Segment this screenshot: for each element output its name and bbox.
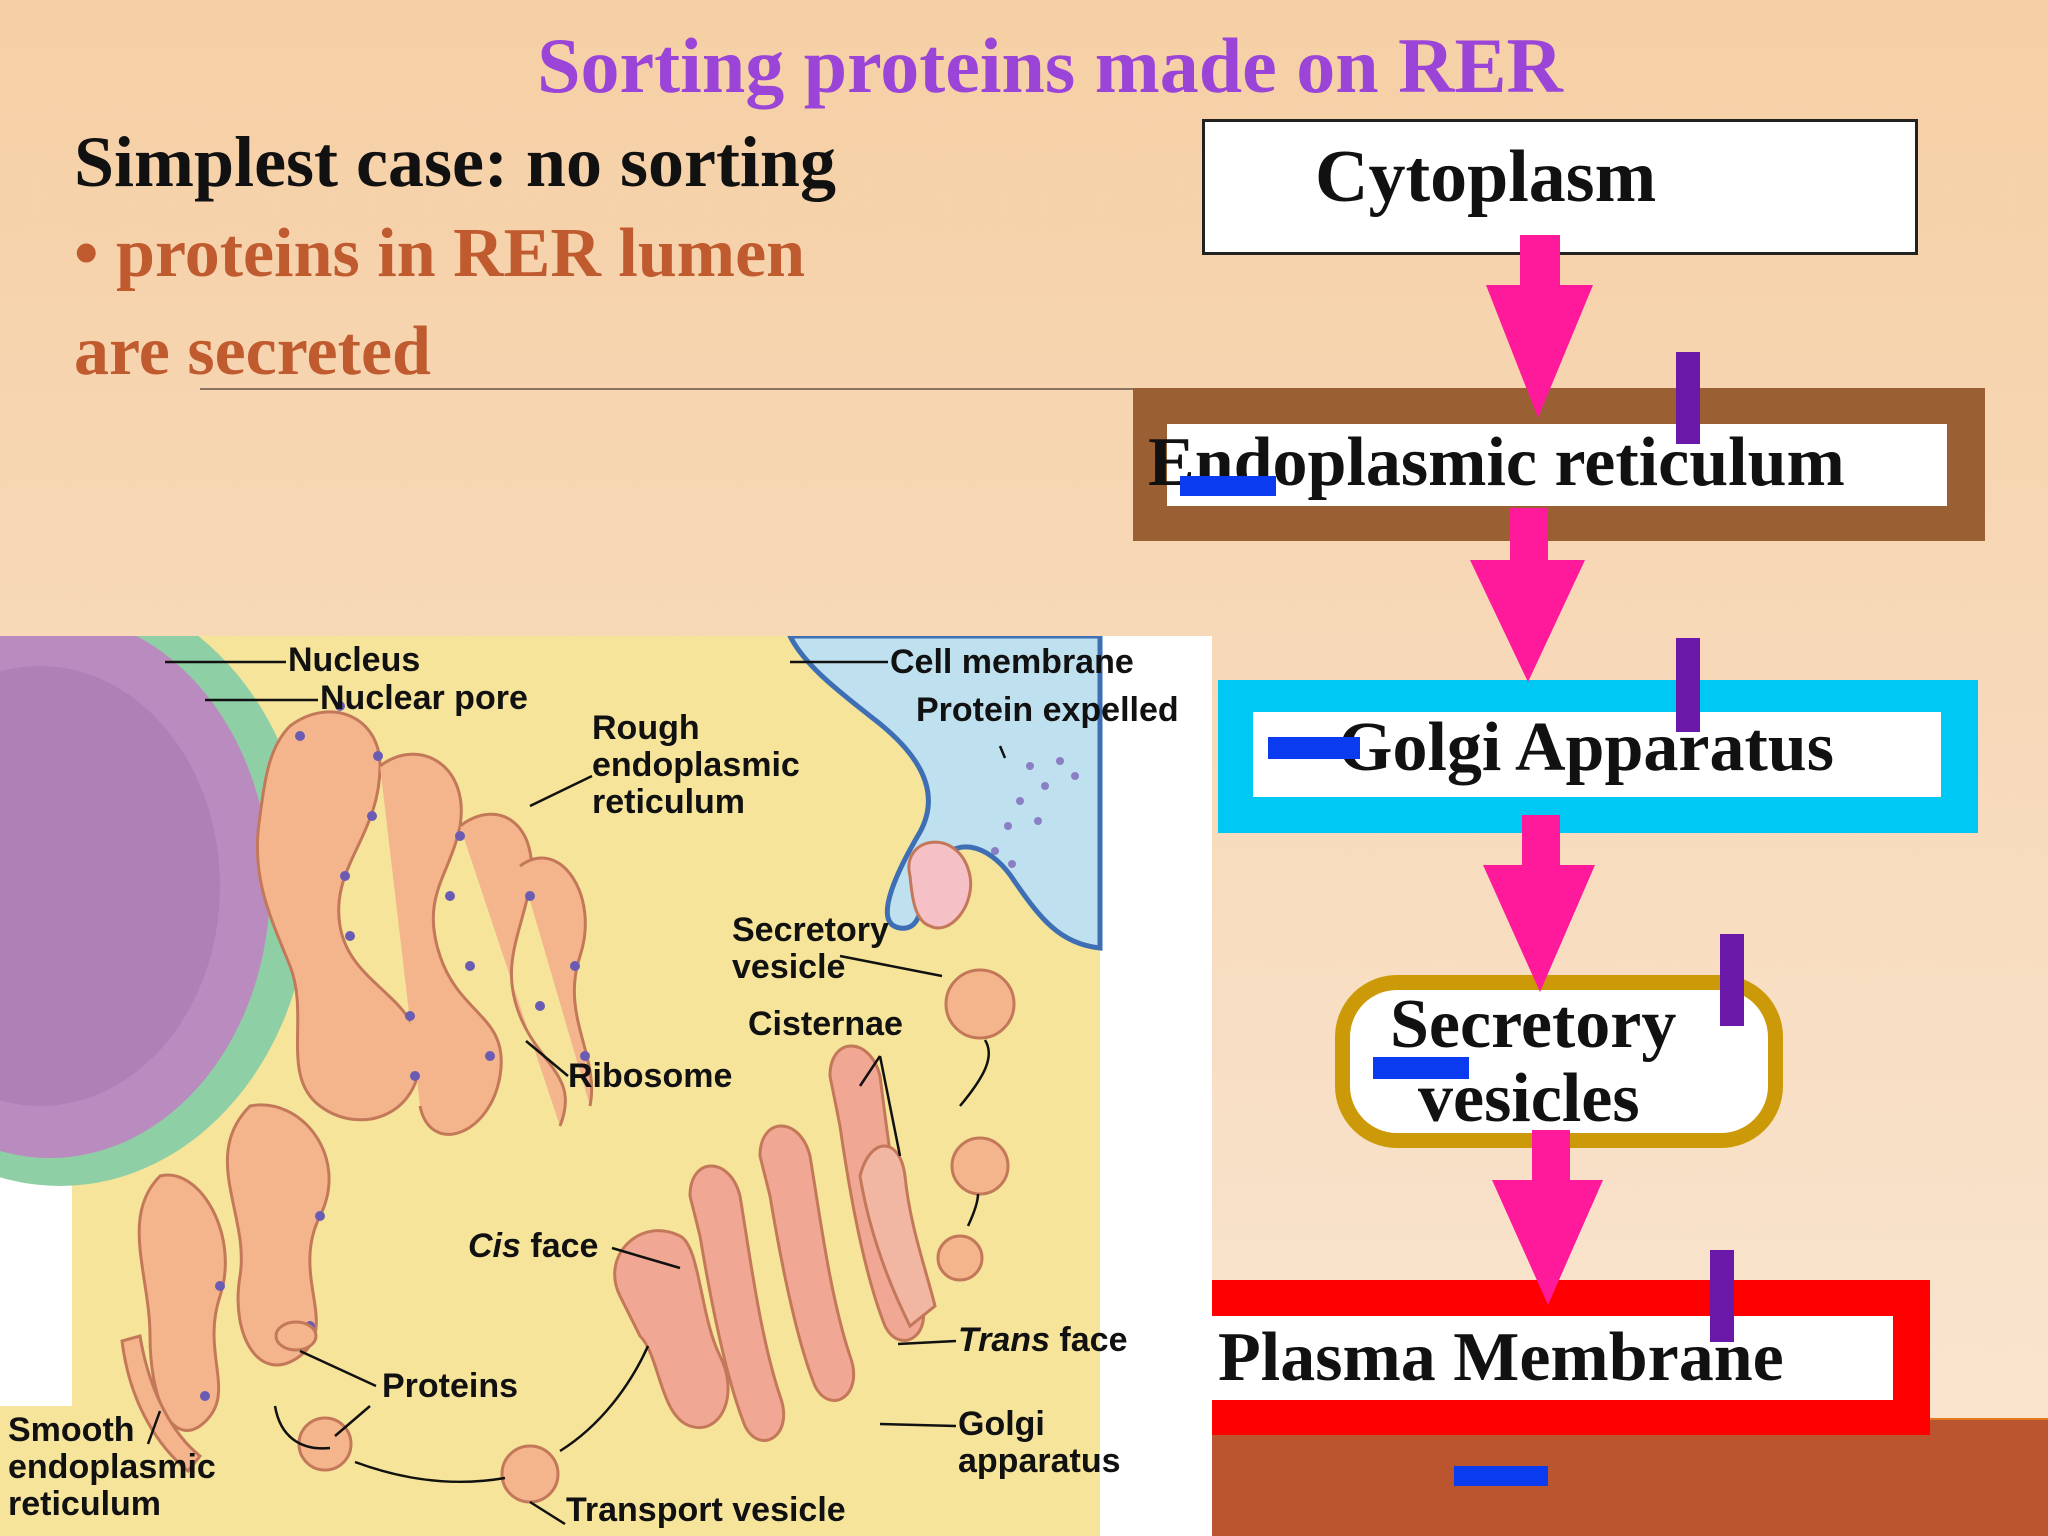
label-cis-face-italic: Cis <box>468 1227 521 1265</box>
label-cell-membrane: Cell membrane <box>890 643 1134 681</box>
arrow-vesicles-to-plasma <box>1492 1130 1603 1305</box>
arrow-golgi-to-vesicles <box>1483 815 1595 992</box>
purple-marker-er <box>1676 352 1700 444</box>
label-ribosome: Ribosome <box>568 1057 733 1095</box>
label-smooth-er-2: endoplasmic <box>8 1448 216 1486</box>
slide-title: Sorting proteins made on RER <box>537 22 1563 109</box>
label-golgi-1: Golgi <box>958 1405 1045 1443</box>
blue-marker-er <box>1180 476 1276 496</box>
purple-marker-vesicles <box>1720 934 1744 1026</box>
label-proteins: Proteins <box>382 1367 519 1405</box>
slide-subtitle: Simplest case: no sorting <box>74 122 836 202</box>
label-rough-er-2: endoplasmic <box>592 746 800 784</box>
secretory-vesicles-label-1: Secretory <box>1390 986 1677 1063</box>
plasma-membrane-box <box>1185 1316 1893 1400</box>
purple-marker-golgi <box>1676 638 1700 732</box>
label-trans-face: Trans face <box>958 1322 1127 1359</box>
label-rough-er-3: reticulum <box>592 783 746 821</box>
er-box <box>1167 424 1947 506</box>
text-underline <box>200 388 1140 390</box>
bullet-line-1: • proteins in RER lumen <box>74 215 806 292</box>
arrow-cytoplasm-to-er <box>1486 235 1593 418</box>
blue-marker-bottom <box>1454 1466 1548 1486</box>
bullet-line-2: are secreted <box>74 313 431 390</box>
label-cis-face: Cis face <box>468 1228 598 1265</box>
label-trans-face-text: face <box>1049 1321 1128 1359</box>
label-trans-face-italic: Trans <box>958 1321 1050 1359</box>
arrow-er-to-golgi <box>1470 508 1585 682</box>
cell-drawing <box>0 636 1212 1536</box>
label-nucleus: Nucleus <box>288 641 421 679</box>
bottom-bar <box>1212 1420 2048 1536</box>
label-nuclear-pore: Nuclear pore <box>320 679 528 717</box>
golgi-box <box>1253 712 1941 797</box>
cytoplasm-label: Cytoplasm <box>1315 136 1657 218</box>
golgi-label: Golgi Apparatus <box>1338 709 1834 786</box>
cell-illustration: Nucleus Nuclear pore Rough endoplasmic r… <box>0 636 1212 1536</box>
label-secretory-vesicle-1: Secretory <box>732 911 889 949</box>
cytoplasm-box <box>1202 119 1918 255</box>
label-rough-er-1: Rough <box>592 709 700 747</box>
label-golgi-2: apparatus <box>958 1442 1121 1480</box>
label-transport-vesicle: Transport vesicle <box>566 1491 846 1529</box>
blue-marker-golgi <box>1268 737 1360 759</box>
label-cis-face-text: face <box>520 1227 599 1265</box>
label-secretory-vesicle-2: vesicle <box>732 948 846 986</box>
label-smooth-er-3: reticulum <box>8 1485 162 1523</box>
label-protein-expelled: Protein expelled <box>916 691 1179 729</box>
label-cisternae: Cisternae <box>748 1005 903 1043</box>
blue-marker-vesicles <box>1373 1057 1469 1079</box>
label-smooth-er-1: Smooth <box>8 1411 135 1449</box>
purple-marker-plasma <box>1710 1250 1734 1342</box>
plasma-membrane-label: Plasma Membrane <box>1218 1319 1784 1396</box>
